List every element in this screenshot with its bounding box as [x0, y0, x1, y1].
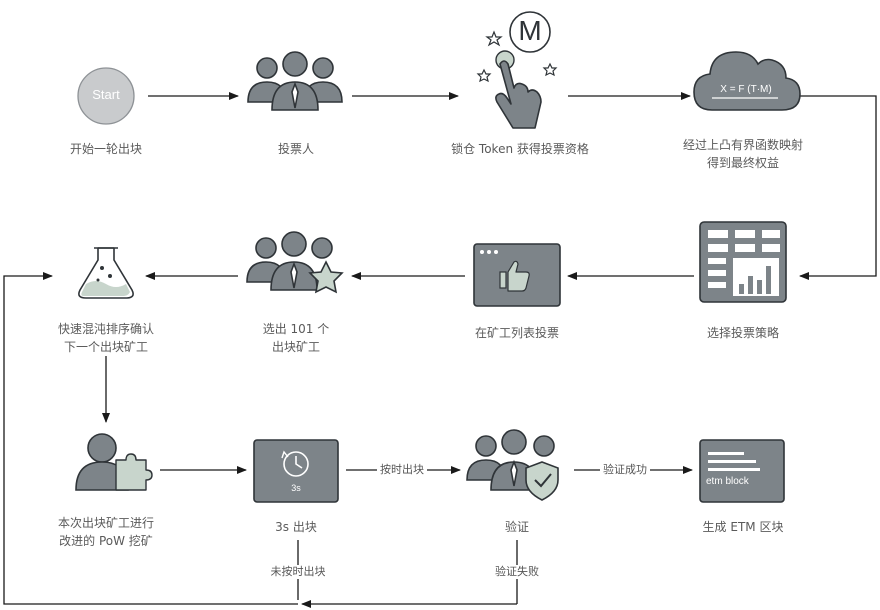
cloud-icon	[693, 51, 801, 111]
edge-label-verify-failed: 验证失败	[492, 565, 542, 579]
edge-label-ontime: 按时出块	[377, 463, 427, 477]
label-etmblock: 生成 ETM 区块	[702, 520, 784, 534]
arrow-convex-to-strategy	[798, 95, 877, 280]
block-label: etm block	[706, 476, 749, 487]
label-shuffle: 快速混沌排序确认 下一个出块矿工	[57, 322, 155, 354]
label-pow: 本次出块矿工进行 改进的 PoW 挖矿	[57, 516, 155, 548]
miner-puzzle-icon	[75, 433, 153, 491]
label-voters: 投票人	[277, 142, 315, 156]
label-produce: 3s 出块	[275, 520, 317, 534]
flask-icon	[78, 247, 134, 299]
verify-shield-icon	[466, 429, 559, 501]
formula-text: X = F (T·M)	[720, 84, 772, 95]
clock-label: 3s	[291, 483, 301, 493]
etm-block-icon	[699, 439, 785, 503]
label-lock: 锁仓 Token 获得投票资格	[451, 142, 589, 156]
label-start: 开始一轮出块	[69, 142, 143, 156]
clock-window-icon	[253, 439, 339, 503]
arrow-loop-back	[3, 272, 298, 605]
edge-label-not-ontime: 未按时出块	[267, 565, 329, 579]
m-symbol: M	[518, 15, 542, 46]
thumbs-up-window-icon	[473, 243, 561, 307]
label-verify: 验证	[504, 520, 530, 534]
strategy-dashboard-icon	[699, 221, 787, 303]
edge-label-verified: 验证成功	[600, 463, 650, 477]
label-minerlist: 在矿工列表投票	[474, 326, 560, 340]
label-strategy: 选择投票策略	[706, 326, 780, 340]
lock-token-hand-icon	[476, 11, 558, 129]
voters-group-icon	[247, 51, 343, 111]
label-select101: 选出 101 个 出块矿工	[262, 322, 330, 354]
select-miners-icon	[246, 231, 344, 294]
start-text[interactable]: Start	[92, 87, 120, 102]
label-convex: 经过上凸有界函数映射 得到最终权益	[682, 138, 804, 170]
start-circle-icon	[77, 67, 135, 125]
